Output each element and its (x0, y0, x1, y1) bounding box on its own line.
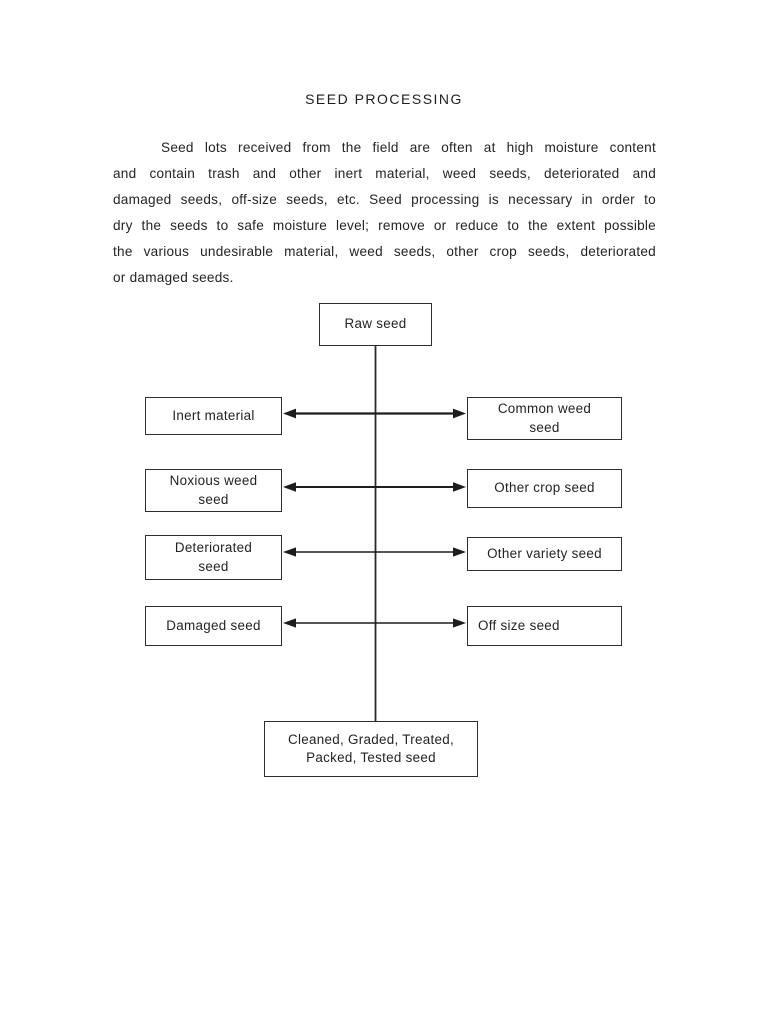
arrow-row-2 (283, 482, 466, 492)
arrow-row-4 (283, 618, 466, 628)
flow-box-other-variety-seed: Other variety seed (467, 537, 622, 571)
flow-box-off-size-seed-label: Off size seed (478, 617, 560, 633)
intro-paragraph: Seed lots received from the field are of… (113, 135, 656, 291)
flow-box-raw-seed-label: Raw seed (344, 316, 407, 332)
flow-box-cleaned-seed-label: Cleaned, Graded, Treated,Packed, Tested … (287, 731, 455, 765)
flow-box-inert-material-label: Inert material (172, 407, 255, 423)
flow-box-other-crop-seed: Other crop seed (467, 469, 622, 508)
flow-box-damaged-seed: Damaged seed (145, 606, 282, 646)
flow-box-off-size-seed: Off size seed (467, 606, 622, 646)
paragraph-line: and contain trash and other inert materi… (113, 166, 656, 181)
flow-box-inert-material: Inert material (145, 397, 282, 435)
paragraph-line: dry the seeds to safe moisture level; re… (113, 218, 656, 233)
flow-box-other-crop-seed-label: Other crop seed (494, 480, 595, 496)
arrow-row-1 (283, 408, 466, 419)
flow-box-raw-seed: Raw seed (319, 303, 432, 346)
paragraph-line: damaged seeds, off-size seeds, etc. Seed… (113, 192, 656, 207)
paragraph-line: or damaged seeds. (113, 270, 234, 285)
paragraph-line: Seed lots received from the field are of… (161, 140, 656, 155)
flow-box-other-variety-seed-label: Other variety seed (487, 545, 602, 561)
paragraph-line: the various undesirable material, weed s… (113, 244, 656, 259)
flow-box-cleaned-seed: Cleaned, Graded, Treated,Packed, Tested … (264, 721, 478, 777)
flow-box-damaged-seed-label: Damaged seed (166, 617, 261, 633)
arrow-row-3 (283, 547, 466, 557)
page-title: SEED PROCESSING (305, 91, 463, 107)
